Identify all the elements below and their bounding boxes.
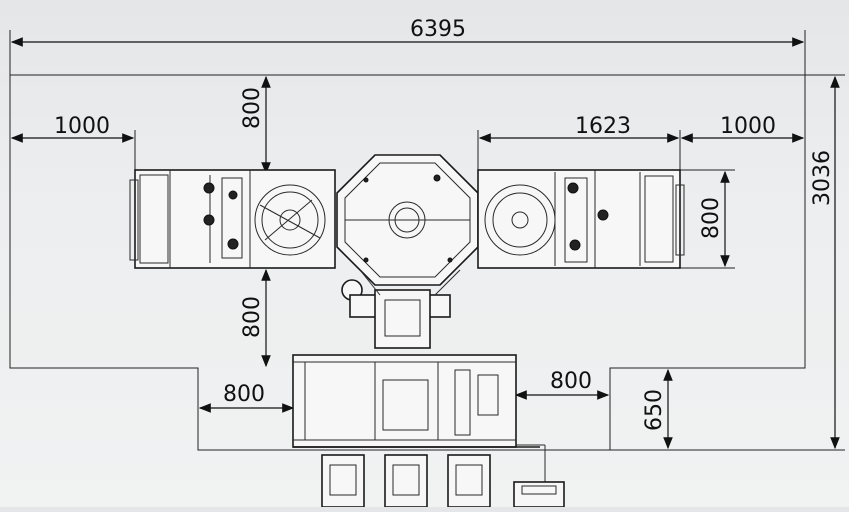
dim-top-clearance: 800 — [240, 87, 265, 129]
dim-right-chamber-width: 800 — [699, 197, 724, 239]
lower-cabinet — [292, 354, 546, 485]
dimension-lines — [10, 37, 840, 450]
dim-lower-right-clearance: 800 — [550, 369, 592, 394]
pump-units — [321, 454, 565, 508]
machine-layout — [129, 154, 685, 508]
dim-right-clearance: 1000 — [720, 114, 776, 139]
extension-lines — [9, 30, 845, 451]
dim-overall-width: 6395 — [410, 17, 466, 42]
dim-lower-depth: 650 — [642, 389, 667, 431]
center-neck — [341, 269, 461, 349]
dim-overall-height: 3036 — [810, 150, 835, 206]
dim-center-clearance: 800 — [240, 296, 265, 338]
dim-left-clearance: 1000 — [54, 114, 110, 139]
central-transfer-chamber — [336, 154, 479, 286]
dim-lower-left-clearance: 800 — [223, 382, 265, 407]
right-chamber — [477, 169, 685, 269]
left-chamber — [129, 169, 336, 269]
dim-right-chamber-length: 1623 — [575, 114, 631, 139]
